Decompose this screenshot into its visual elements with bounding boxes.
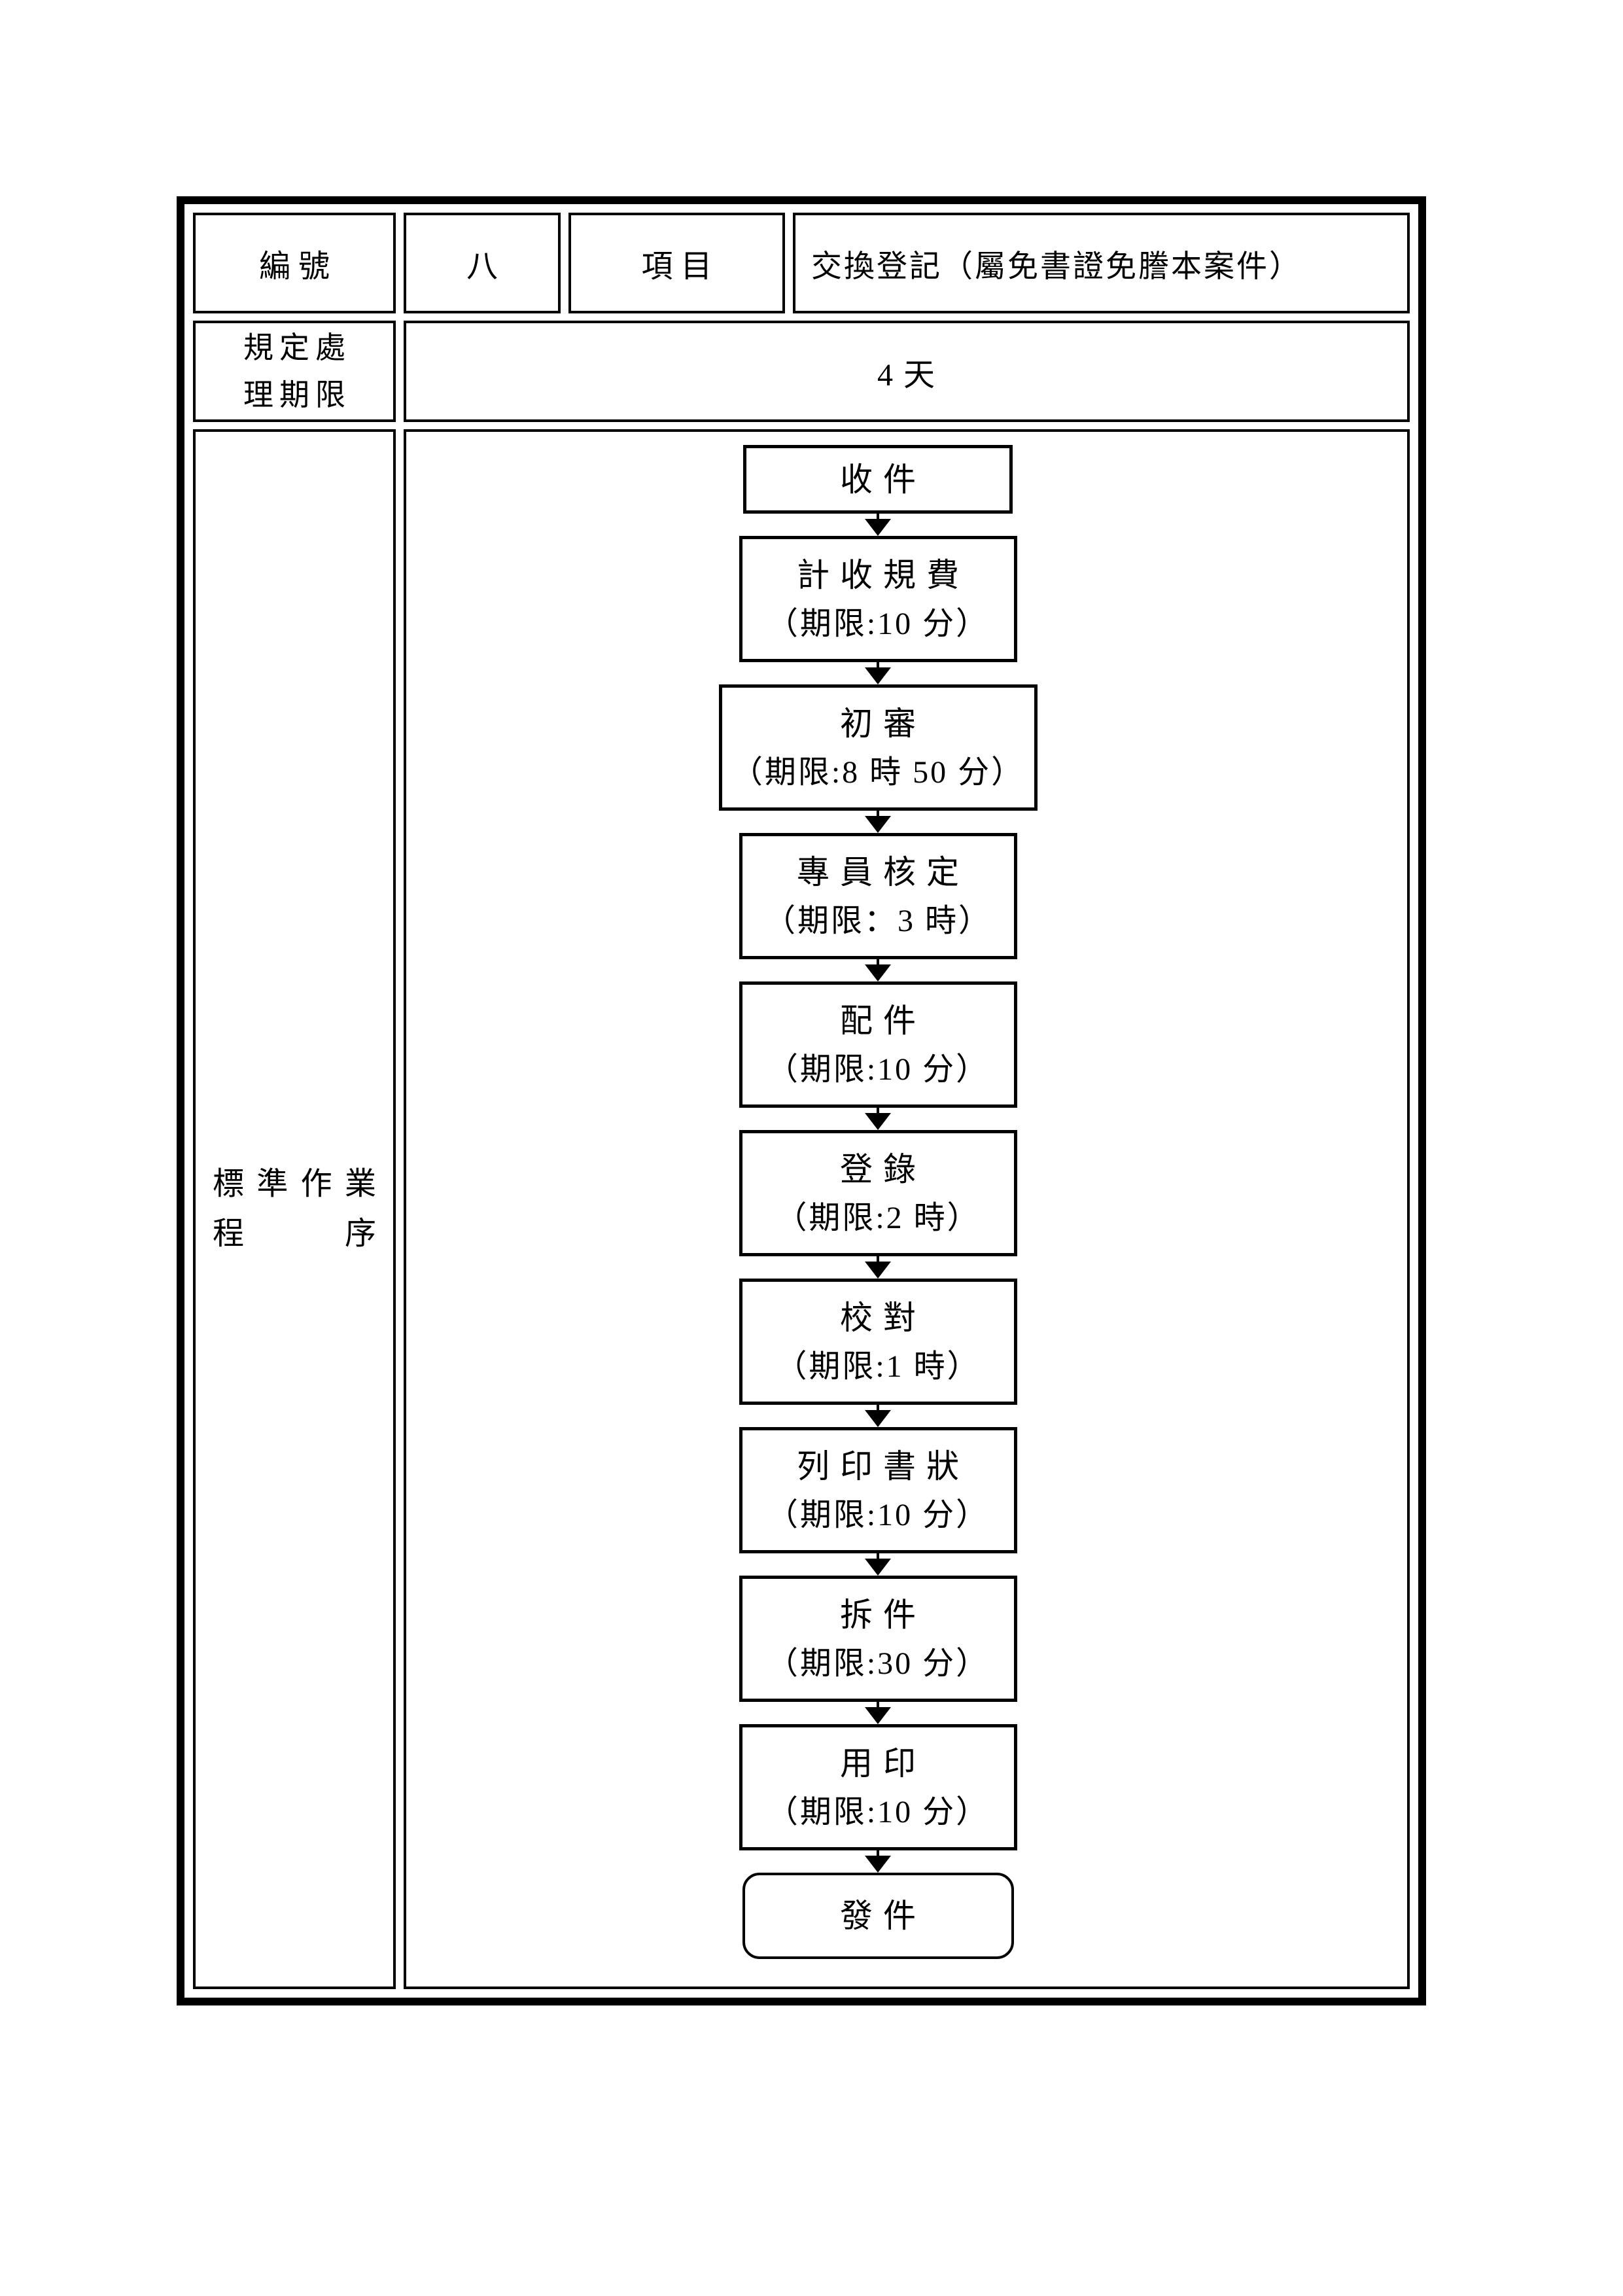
- flow-step-title: 初審: [840, 705, 926, 742]
- flow-step-title: 校對: [840, 1299, 926, 1336]
- flow-step-specialist-approval: 專員核定 （期限：3 時）: [739, 833, 1017, 959]
- flow-step-deadline: （期限:8 時 50 分）: [731, 754, 1025, 790]
- down-arrow-icon: [865, 811, 891, 833]
- flow-step-receive: 收件: [743, 445, 1013, 514]
- down-arrow-icon: [865, 1702, 891, 1724]
- flow-step-title: 配件: [840, 1002, 926, 1039]
- flow-step-deadline: （期限:10 分）: [766, 1794, 990, 1829]
- sop-document-table: 編號 八 項目 交換登記（屬免書證免謄本案件） 規定處 理期限 4 天 標準作業…: [177, 196, 1426, 2005]
- flow-step-dispatch: 發件: [742, 1873, 1014, 1959]
- flow-step-title: 列印書狀: [797, 1447, 969, 1485]
- cell-item-value: 交換登記（屬免書證免謄本案件）: [793, 213, 1410, 313]
- down-arrow-icon: [865, 514, 891, 536]
- flow-step-print-documents: 列印書狀 （期限:10 分）: [739, 1427, 1017, 1553]
- sop-label: 標準作業 程序: [196, 1159, 393, 1259]
- table-grid: 編號 八 項目 交換登記（屬免書證免謄本案件） 規定處 理期限 4 天 標準作業…: [193, 213, 1410, 1989]
- flow-step-split-documents: 拆件 （期限:30 分）: [739, 1576, 1017, 1702]
- flow-step-registration: 登錄 （期限:2 時）: [739, 1130, 1017, 1256]
- flow-step-stamping: 用印 （期限:10 分）: [739, 1724, 1017, 1850]
- flow-step-deadline: （期限:30 分）: [766, 1646, 990, 1681]
- flow-step-title: 發件: [840, 1898, 926, 1934]
- item-value: 交換登記（屬免書證免謄本案件）: [811, 249, 1302, 284]
- cell-deadline-label: 規定處 理期限: [193, 321, 396, 422]
- cell-id-value: 八: [404, 213, 561, 313]
- down-arrow-icon: [865, 1108, 891, 1130]
- deadline-label-line-2: 理期限: [243, 378, 351, 412]
- down-arrow-icon: [865, 959, 891, 981]
- flow-step-title: 拆件: [840, 1596, 926, 1633]
- flow-step-title: 計收規費: [797, 556, 969, 593]
- down-arrow-icon: [865, 1850, 891, 1873]
- flow-step-fee-calculation: 計收規費 （期限:10 分）: [739, 536, 1017, 662]
- flow-step-initial-review: 初審 （期限:8 時 50 分）: [718, 684, 1038, 811]
- flow-step-title: 登錄: [840, 1150, 926, 1188]
- down-arrow-icon: [865, 1553, 891, 1576]
- down-arrow-icon: [865, 1405, 891, 1427]
- flow-step-deadline: （期限:2 時）: [775, 1200, 981, 1235]
- down-arrow-icon: [865, 1256, 891, 1279]
- flow-step-title: 收件: [840, 461, 926, 498]
- cell-sop-label: 標準作業 程序: [193, 429, 396, 1989]
- sop-label-line-1: 標準作業: [213, 1167, 376, 1201]
- flow-step-deadline: （期限：3 時）: [763, 903, 992, 938]
- cell-flowchart: 收件 計收規費 （期限:10 分） 初審 （期限:8 時 50 分） 專員核定 …: [404, 429, 1410, 1989]
- flow-step-proofreading: 校對 （期限:1 時）: [739, 1279, 1017, 1405]
- flow-step-title: 用印: [840, 1744, 926, 1782]
- sop-label-line-2: 程序: [213, 1216, 376, 1251]
- id-value: 八: [466, 249, 498, 284]
- id-label: 編號: [258, 249, 338, 284]
- flow-step-title: 專員核定: [797, 853, 969, 891]
- flow-step-deadline: （期限:10 分）: [766, 1497, 990, 1532]
- cell-item-label: 項目: [568, 213, 785, 313]
- cell-deadline-value: 4 天: [404, 321, 1410, 422]
- flowchart: 收件 計收規費 （期限:10 分） 初審 （期限:8 時 50 分） 專員核定 …: [718, 445, 1038, 1959]
- flow-step-deadline: （期限:1 時）: [775, 1349, 981, 1384]
- flow-step-deadline: （期限:10 分）: [766, 606, 990, 641]
- cell-id-label: 編號: [193, 213, 396, 313]
- deadline-label-line-1: 規定處: [243, 330, 351, 364]
- down-arrow-icon: [865, 662, 891, 684]
- item-label: 項目: [641, 249, 720, 284]
- flow-step-deadline: （期限:10 分）: [766, 1051, 990, 1087]
- flow-step-assembly: 配件 （期限:10 分）: [739, 981, 1017, 1108]
- deadline-value: 4 天: [877, 357, 936, 393]
